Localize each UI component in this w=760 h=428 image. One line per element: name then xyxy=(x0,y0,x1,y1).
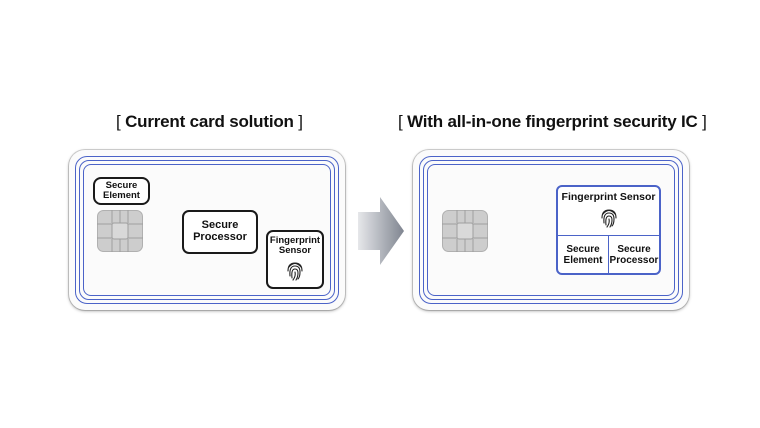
current-solution-heading: [ Current card solution ] xyxy=(116,112,303,132)
card-ring-middle xyxy=(423,160,679,300)
bracket-open: [ xyxy=(116,112,121,131)
secure-processor-box: Secure Processor xyxy=(182,210,258,254)
fingerprint-icon xyxy=(287,262,303,281)
card-ring-outer xyxy=(419,156,683,304)
card-ring-outer xyxy=(75,156,339,304)
card-ring-middle xyxy=(79,160,335,300)
new-solution-title: With all-in-one fingerprint security IC xyxy=(407,112,698,131)
secure-processor-label-line1: Secure xyxy=(201,219,239,232)
contact-chip-icon xyxy=(97,210,143,252)
all-in-one-ic-box: Fingerprint Sensor Secure Element Secu xyxy=(556,185,661,275)
ic-secure-element-cell: Secure Element xyxy=(558,237,608,273)
ic-fingerprint-label: Fingerprint Sensor xyxy=(561,191,656,203)
ic-divider-vertical xyxy=(608,235,609,273)
bracket-close: ] xyxy=(702,112,707,131)
fingerprint-icon xyxy=(600,209,617,228)
card-ring-inner xyxy=(83,164,331,296)
new-card: Fingerprint Sensor Secure Element Secu xyxy=(413,150,689,310)
bracket-open: [ xyxy=(398,112,403,131)
card-ring-inner xyxy=(427,164,675,296)
secure-element-label-line1: Secure xyxy=(105,180,138,192)
secure-element-box: Secure Element xyxy=(93,177,150,205)
ic-secure-processor-cell: Secure Processor xyxy=(609,237,659,273)
secure-element-label-line2: Element xyxy=(103,190,140,201)
new-solution-heading: [ With all-in-one fingerprint security I… xyxy=(398,112,707,132)
fingerprint-sensor-label-line2: Sensor xyxy=(278,244,312,256)
ic-fingerprint-section: Fingerprint Sensor xyxy=(558,187,659,235)
current-solution-title: Current card solution xyxy=(125,112,294,131)
ic-secure-element-line1: Secure xyxy=(566,244,600,255)
contact-chip-icon xyxy=(442,210,488,252)
ic-secure-processor-line1: Secure xyxy=(617,244,651,255)
ic-secure-processor-line2: Processor xyxy=(609,255,659,266)
secure-processor-label-line2: Processor xyxy=(193,231,247,243)
fingerprint-sensor-box: Fingerprint Sensor xyxy=(266,230,324,289)
right-arrow-icon xyxy=(358,197,404,265)
ic-secure-element-line2: Element xyxy=(563,255,603,266)
current-card: Secure Element Secure Processor Fingerpr… xyxy=(69,150,345,310)
bracket-close: ] xyxy=(298,112,303,131)
fingerprint-sensor-label-line1: Fingerprint xyxy=(269,235,321,246)
